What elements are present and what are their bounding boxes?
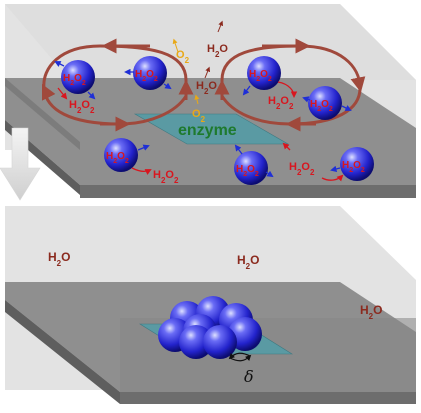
svg-text:H2O2: H2O2 xyxy=(236,164,259,178)
top-water-box-top xyxy=(5,4,416,80)
top-slab-left-edge xyxy=(5,78,80,150)
bottom-slab-side-left xyxy=(5,282,120,404)
peroxide-sphere: H2O2 xyxy=(133,56,167,90)
delta-indicator: δ xyxy=(228,352,254,386)
peroxide-label: H2O2 xyxy=(153,169,179,185)
peroxide-sphere: H2O2 xyxy=(340,147,374,181)
reaction-arrows xyxy=(54,61,352,182)
svg-text:O2: O2 xyxy=(176,49,190,65)
svg-text:H2O: H2O xyxy=(196,80,217,96)
svg-text:H2O: H2O xyxy=(207,43,228,59)
o2-label-lower: O2 xyxy=(192,94,206,124)
top-slab-front xyxy=(80,185,416,198)
peroxide-sphere: H2O2 xyxy=(308,86,342,120)
svg-text:H2O2: H2O2 xyxy=(69,99,95,115)
peroxide-sphere: H2O2 xyxy=(61,60,95,94)
h2o-label-upper: H2O xyxy=(207,20,228,59)
h2o-label-bottom-right: H2O xyxy=(360,303,382,321)
peroxide-sphere: H2O2 xyxy=(247,56,281,90)
svg-text:H2O2: H2O2 xyxy=(249,69,272,83)
svg-text:H2O2: H2O2 xyxy=(106,151,129,165)
svg-text:H2O2: H2O2 xyxy=(63,73,86,87)
sphere-cluster xyxy=(158,296,262,359)
delta-label: δ xyxy=(244,367,254,386)
h2o-label-bottom-left: H2O xyxy=(48,250,70,268)
peroxide-label: H2O2 xyxy=(69,99,95,115)
svg-text:H2O2: H2O2 xyxy=(310,99,333,113)
svg-text:H2O2: H2O2 xyxy=(289,161,315,177)
bottom-panel: δ H2O H2O H2O xyxy=(5,206,416,404)
peroxide-sphere: H2O2 xyxy=(234,151,268,185)
o2-label-upper: O2 xyxy=(172,38,190,65)
svg-text:H2O2: H2O2 xyxy=(342,160,365,174)
transition-arrow xyxy=(0,127,41,201)
peroxide-label: H2O2 xyxy=(268,95,294,111)
peroxide-sphere: H2O2 xyxy=(104,138,138,172)
top-panel: enzyme O2 O2 H2O xyxy=(5,4,416,198)
peroxide-label: H2O2 xyxy=(289,161,315,177)
bottom-slab-front xyxy=(120,392,416,404)
svg-text:H2O2: H2O2 xyxy=(153,169,179,185)
svg-text:H2O2: H2O2 xyxy=(135,69,158,83)
svg-text:O2: O2 xyxy=(192,108,206,124)
enzyme-label: enzyme xyxy=(178,122,237,139)
svg-text:H2O2: H2O2 xyxy=(268,95,294,111)
flow-loop-left xyxy=(41,38,194,132)
h2o-label-bottom-center: H2O xyxy=(237,253,259,271)
h2o-label-middle: H2O xyxy=(196,66,217,96)
flow-loop-right xyxy=(214,38,366,132)
